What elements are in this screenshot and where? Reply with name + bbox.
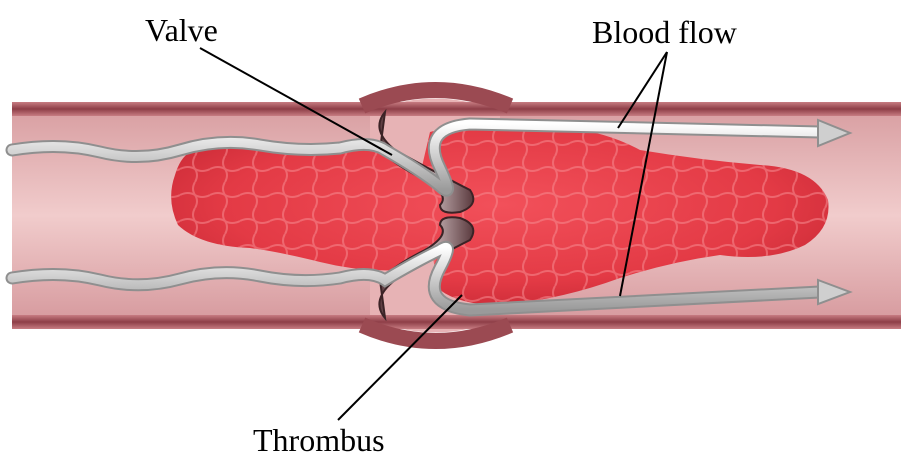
- label-valve: Valve: [145, 14, 218, 46]
- vessel-wall-bottom: [12, 315, 901, 329]
- label-blood-flow: Blood flow: [592, 16, 737, 48]
- label-thrombus: Thrombus: [253, 424, 385, 456]
- vessel-wall-top: [12, 102, 901, 116]
